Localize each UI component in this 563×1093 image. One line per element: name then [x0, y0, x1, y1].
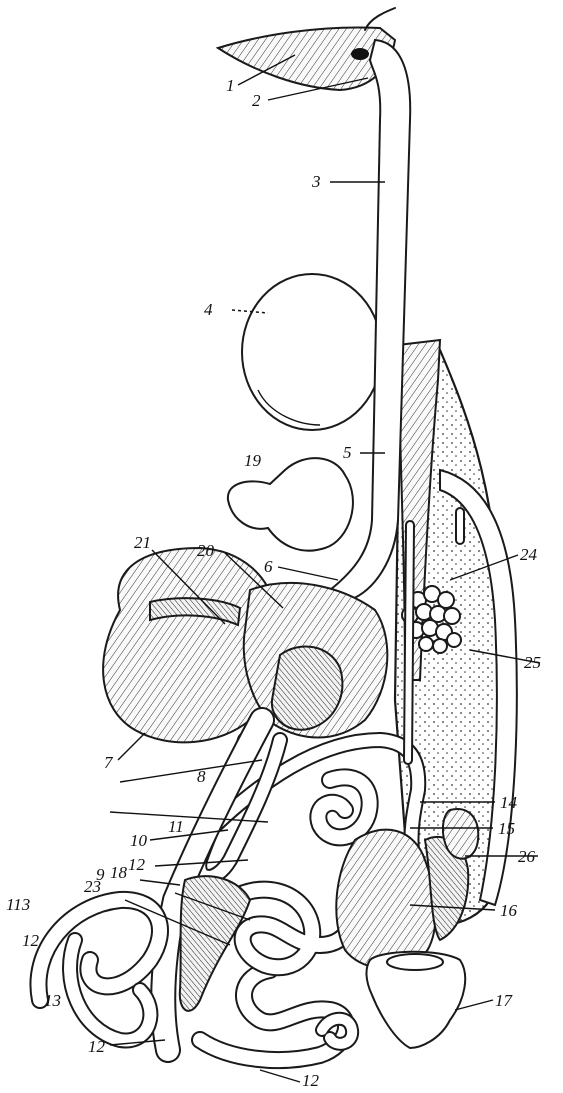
label-12-a: 12	[128, 855, 146, 874]
label-12-b: 12	[22, 931, 40, 950]
egg	[242, 274, 382, 430]
label-113: 113	[6, 895, 30, 914]
label-3: 3	[311, 172, 321, 191]
label-5: 5	[343, 443, 352, 462]
label-14: 14	[500, 793, 518, 812]
vent-opening	[387, 954, 443, 970]
kidney	[443, 809, 478, 859]
cloaca	[336, 830, 435, 969]
label-17: 17	[495, 991, 514, 1010]
label-2: 2	[252, 91, 261, 110]
label-6: 6	[264, 557, 273, 576]
label-21: 21	[134, 533, 151, 552]
label-25: 25	[524, 653, 541, 672]
ureter-inner	[408, 525, 410, 760]
label-12-d: 12	[302, 1071, 320, 1090]
label-10: 10	[130, 831, 148, 850]
label-18: 18	[110, 863, 128, 882]
beak	[218, 27, 395, 90]
eye	[351, 48, 369, 60]
label-26: 26	[518, 847, 536, 866]
label-19: 19	[244, 451, 262, 470]
crop-gland	[228, 458, 353, 551]
label-23: 23	[84, 877, 101, 896]
label-8: 8	[197, 767, 206, 786]
label-4: 4	[204, 300, 213, 319]
label-16: 16	[500, 901, 518, 920]
label-7: 7	[104, 753, 114, 772]
label-1: 1	[226, 76, 235, 95]
label-15: 15	[498, 819, 515, 838]
label-12-c: 12	[88, 1037, 106, 1056]
label-24: 24	[520, 545, 538, 564]
label-11: 11	[168, 817, 184, 836]
label-13: 13	[44, 991, 61, 1010]
label-20: 20	[197, 541, 215, 560]
